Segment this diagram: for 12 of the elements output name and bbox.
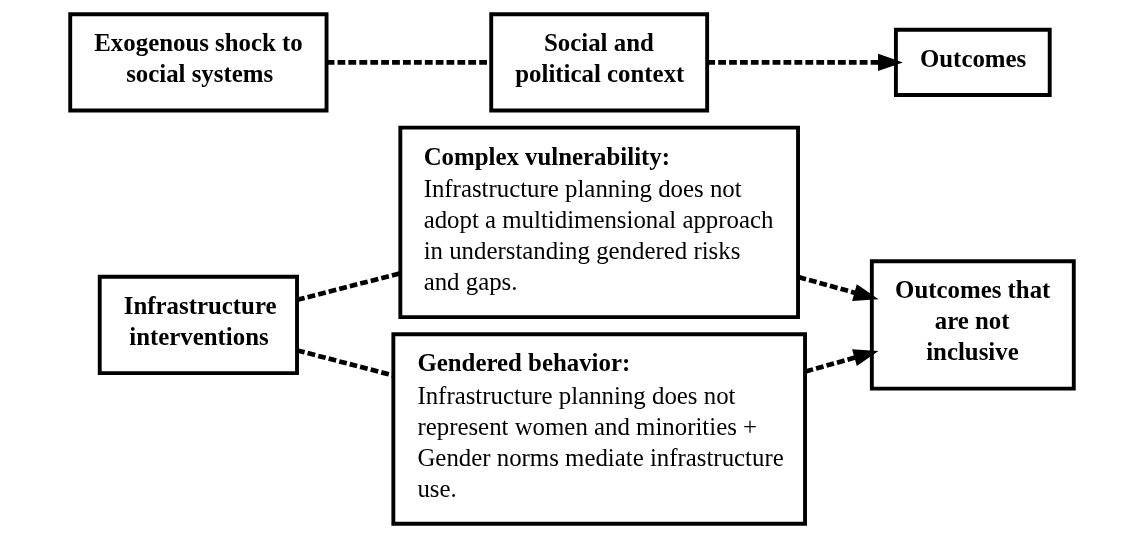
arrow <box>706 53 903 72</box>
connector <box>296 271 401 303</box>
node-box: Outcomes that are not inclusive <box>869 259 1076 391</box>
node-box: Exogenous shock to social systems <box>67 12 328 113</box>
connector <box>296 348 394 378</box>
node-box: Gendered behavior: Infrastructure planning does not represent women and minorities + Gender norms mediate infrastructure use. <box>390 332 807 526</box>
node-box: Infrastructure interventions <box>97 274 299 376</box>
arrow <box>797 274 878 301</box>
arrow <box>804 349 878 374</box>
node-box: Complex vulnerability: Infrastructure planning does not adopt a multidimensional approach in understanding gendered risks and gaps. <box>397 125 800 320</box>
node-box: Social and political context <box>488 12 709 113</box>
node-box: Outcomes <box>893 27 1052 97</box>
